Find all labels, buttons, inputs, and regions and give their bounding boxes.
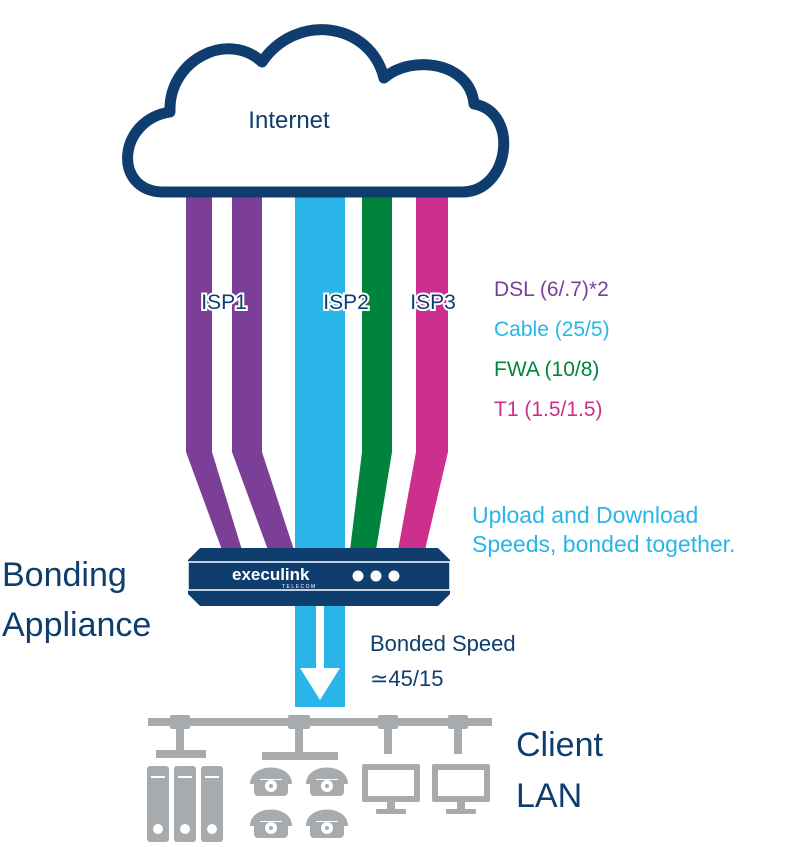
appliance-brand: execulink — [232, 565, 310, 584]
status-light-icon — [370, 570, 382, 582]
bonded-speed-value: ≃45/15 — [370, 666, 444, 691]
cable-stream — [295, 192, 345, 550]
phone-icon — [306, 809, 348, 838]
legend-cable: Cable (25/5) — [494, 318, 610, 341]
lan-label-line1: Client — [516, 726, 603, 764]
bonding-note-line1: Upload and Download — [472, 502, 698, 528]
legend-fwa: FWA (10/8) — [494, 358, 599, 381]
lan-label-line2: LAN — [516, 777, 582, 815]
appliance-label-line2: Appliance — [2, 606, 151, 644]
server-icon — [174, 766, 196, 842]
fwa-stream — [350, 192, 392, 550]
bonding-appliance-device: execulink TELECOM — [187, 548, 451, 606]
down-arrow-icon — [300, 600, 340, 700]
status-light-icon — [352, 570, 364, 582]
dsl-stream-1 — [186, 192, 242, 550]
server-icon — [147, 766, 169, 842]
legend-t1: T1 (1.5/1.5) — [494, 398, 603, 421]
server-icons — [147, 766, 223, 842]
isp1-label: ISP1 — [201, 291, 247, 314]
appliance-label-line1: Bonding — [2, 556, 127, 594]
monitor-icon — [432, 764, 490, 814]
phone-icon — [250, 767, 292, 796]
phone-icons — [250, 767, 348, 838]
phone-icon — [306, 767, 348, 796]
monitor-icons — [362, 764, 490, 814]
bonded-speed-label: Bonded Speed — [370, 631, 516, 656]
monitor-icon — [362, 764, 420, 814]
dsl-stream-2 — [232, 192, 294, 550]
appliance-brand-sub: TELECOM — [282, 584, 317, 590]
internet-label: Internet — [248, 107, 330, 134]
status-light-icon — [388, 570, 400, 582]
internet-cloud — [122, 24, 510, 198]
isp2-label: ISP2 — [323, 291, 369, 314]
isp3-label: ISP3 — [410, 291, 456, 314]
phone-icon — [250, 809, 292, 838]
legend-dsl: DSL (6/.7)*2 — [494, 278, 609, 301]
server-icon — [201, 766, 223, 842]
lan-bus — [148, 715, 492, 760]
isp-streams — [186, 192, 448, 550]
bonding-note-line2: Speeds, bonded together. — [472, 531, 735, 557]
t1-stream — [398, 192, 448, 550]
